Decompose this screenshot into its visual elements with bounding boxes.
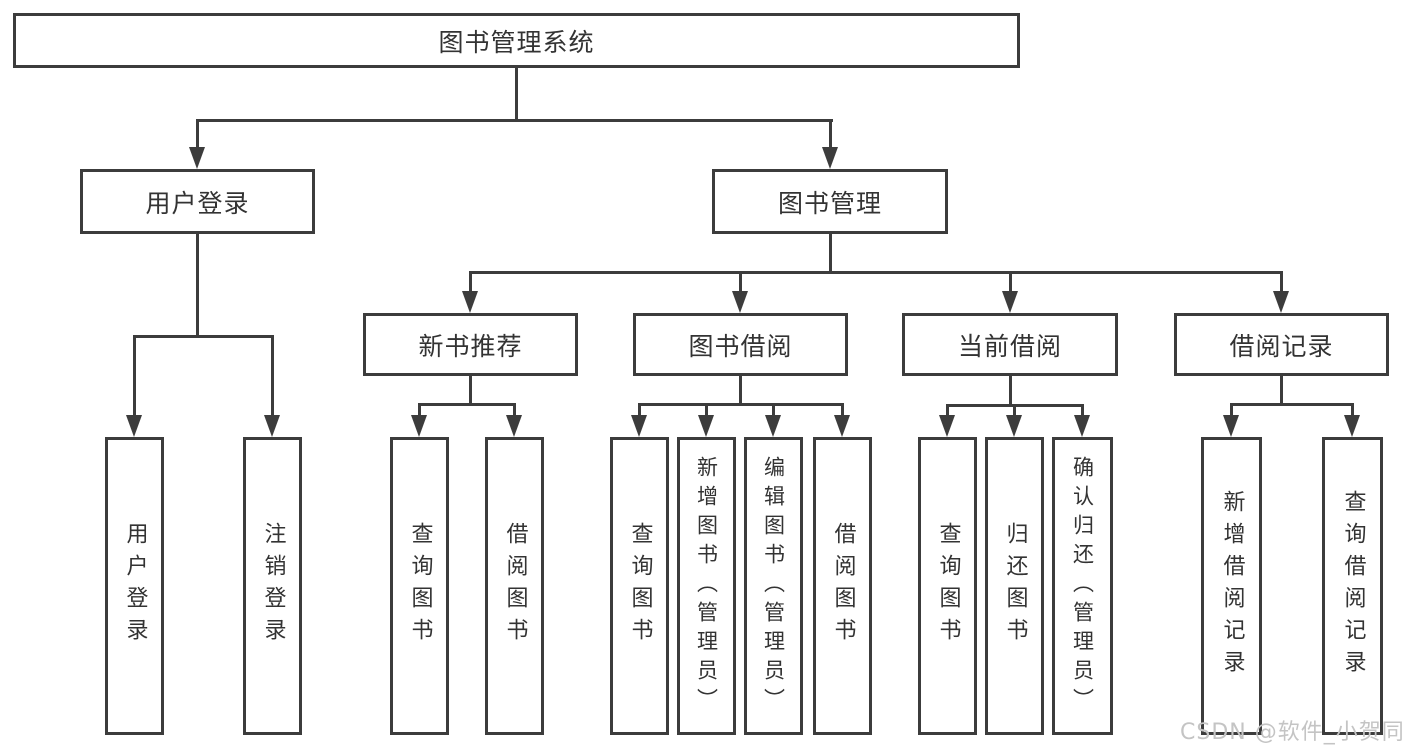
arrowhead-down-icon	[411, 415, 427, 437]
connector-vline	[1351, 403, 1354, 418]
arrowhead-down-icon	[264, 415, 280, 437]
arrowhead-down-icon	[732, 291, 748, 313]
node-label: 图书借阅	[688, 331, 793, 361]
leaf-query-books-borrowing: 查询图书	[610, 437, 669, 735]
leaf-edit-book-admin: 编辑图书（管理员）	[744, 437, 803, 735]
connector-hline	[196, 119, 833, 122]
connector-vline	[196, 119, 199, 150]
connector-vline	[1280, 376, 1283, 406]
node-label: 归还图书	[1002, 522, 1028, 650]
connector-vline	[1009, 376, 1012, 407]
leaf-query-books-current: 查询图书	[918, 437, 977, 735]
connector-vline	[1081, 404, 1084, 418]
node-label: 新书推荐	[418, 331, 523, 361]
node-book-borrowing: 图书借阅	[633, 313, 848, 376]
connector-vline	[772, 403, 775, 418]
node-book-management: 图书管理	[712, 169, 948, 234]
connector-hline	[133, 335, 274, 338]
node-label: 借阅图书	[830, 522, 856, 650]
leaf-borrow-books-recommend: 借阅图书	[485, 437, 544, 735]
connector-vline	[739, 271, 742, 294]
connector-vline	[1009, 271, 1012, 294]
arrowhead-down-icon	[1223, 415, 1239, 437]
connector-vline	[829, 234, 832, 274]
node-label: 借阅记录	[1229, 331, 1334, 361]
connector-vline	[841, 403, 844, 418]
connector-vline	[271, 335, 274, 418]
arrowhead-down-icon	[631, 415, 647, 437]
node-label: 新增借阅记录	[1219, 490, 1245, 682]
connector-vline	[133, 335, 136, 418]
node-user-login: 用户登录	[80, 169, 315, 234]
node-label: 新增图书（管理员）	[694, 455, 719, 717]
connector-hline	[1230, 403, 1354, 406]
node-label: 查询图书	[935, 522, 961, 650]
leaf-logout: 注销登录	[243, 437, 302, 735]
arrowhead-down-icon	[698, 415, 714, 437]
arrowhead-down-icon	[1074, 415, 1090, 437]
connector-vline	[196, 234, 199, 338]
leaf-add-book-admin: 新增图书（管理员）	[677, 437, 736, 735]
connector-vline	[515, 68, 518, 120]
arrowhead-down-icon	[189, 147, 205, 169]
connector-hline	[469, 271, 1283, 274]
node-label: 注销登录	[260, 522, 286, 650]
node-label: 借阅图书	[502, 522, 528, 650]
connector-hline	[418, 403, 516, 406]
connector-vline	[829, 119, 832, 150]
connector-hline	[638, 403, 844, 406]
leaf-add-borrow-record: 新增借阅记录	[1201, 437, 1262, 735]
connector-vline	[418, 403, 421, 418]
arrowhead-down-icon	[834, 415, 850, 437]
node-new-book-recommend: 新书推荐	[363, 313, 578, 376]
arrowhead-down-icon	[1344, 415, 1360, 437]
leaf-confirm-return-admin: 确认归还（管理员）	[1052, 437, 1113, 735]
leaf-user-login: 用户登录	[105, 437, 164, 735]
arrowhead-down-icon	[126, 415, 142, 437]
arrowhead-down-icon	[506, 415, 522, 437]
arrowhead-down-icon	[939, 415, 955, 437]
arrowhead-down-icon	[1002, 291, 1018, 313]
connector-vline	[739, 376, 742, 406]
node-label: 用户登录	[122, 522, 148, 650]
arrowhead-down-icon	[1273, 291, 1289, 313]
connector-vline	[469, 271, 472, 294]
watermark: CSDN @软件_小贺同学	[1180, 720, 1405, 745]
node-label: 图书管理系统	[438, 27, 595, 57]
leaf-return-books: 归还图书	[985, 437, 1044, 735]
node-label: 编辑图书（管理员）	[761, 455, 786, 717]
node-label: 确认归还（管理员）	[1070, 455, 1095, 717]
connector-vline	[1230, 403, 1233, 418]
node-label: 查询借阅记录	[1340, 490, 1366, 682]
node-label: 当前借阅	[957, 331, 1062, 361]
node-current-borrowing: 当前借阅	[902, 313, 1118, 376]
connector-vline	[513, 403, 516, 418]
arrowhead-down-icon	[1006, 415, 1022, 437]
connector-vline	[705, 403, 708, 418]
connector-vline	[1013, 404, 1016, 418]
leaf-borrow-books-borrowing: 借阅图书	[813, 437, 872, 735]
arrowhead-down-icon	[822, 147, 838, 169]
connector-vline	[469, 376, 472, 406]
node-borrowing-records: 借阅记录	[1174, 313, 1389, 376]
connector-vline	[638, 403, 641, 418]
connector-vline	[1280, 271, 1283, 294]
node-label: 用户登录	[145, 188, 250, 218]
arrowhead-down-icon	[462, 291, 478, 313]
arrowhead-down-icon	[765, 415, 781, 437]
node-label: 查询图书	[407, 522, 433, 650]
node-label: 查询图书	[627, 522, 653, 650]
leaf-query-borrow-record: 查询借阅记录	[1322, 437, 1383, 735]
node-library-management-system: 图书管理系统	[13, 13, 1020, 68]
leaf-query-books-recommend: 查询图书	[390, 437, 449, 735]
node-label: 图书管理	[777, 188, 882, 218]
connector-vline	[946, 404, 949, 418]
